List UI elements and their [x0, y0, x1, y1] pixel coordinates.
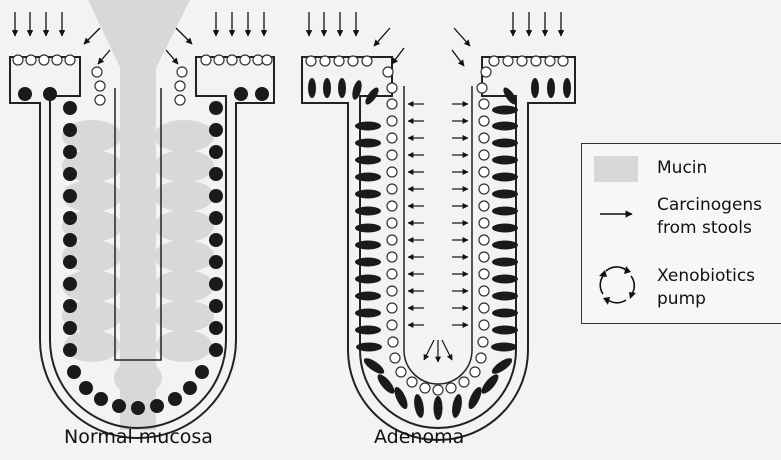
xenobiotics-pump-icon	[596, 262, 640, 306]
caption-adenoma: Adenoma	[374, 426, 464, 448]
adenoma-crypt-outer-wall	[302, 57, 575, 440]
caption-normal-mucosa: Normal mucosa	[64, 426, 213, 448]
mucin-lumen	[62, 0, 214, 430]
legend: Mucin Carcinogens from stools Xenobiotic…	[581, 143, 781, 324]
mucin-swatch	[594, 156, 638, 182]
legend-xenobiotics-line1: Xenobiotics	[657, 265, 755, 287]
legend-xenobiotics-line2: pump	[657, 288, 706, 310]
carcinogen-arrow-icon	[598, 204, 638, 224]
adenoma-crypt	[302, 12, 575, 440]
adenoma-crypt-inner-wall	[404, 86, 472, 384]
legend-mucin-label: Mucin	[657, 157, 707, 179]
legend-carcinogens-line2: from stools	[657, 217, 752, 239]
normal-crypt	[10, 0, 274, 438]
legend-carcinogens-line1: Carcinogens	[657, 194, 762, 216]
